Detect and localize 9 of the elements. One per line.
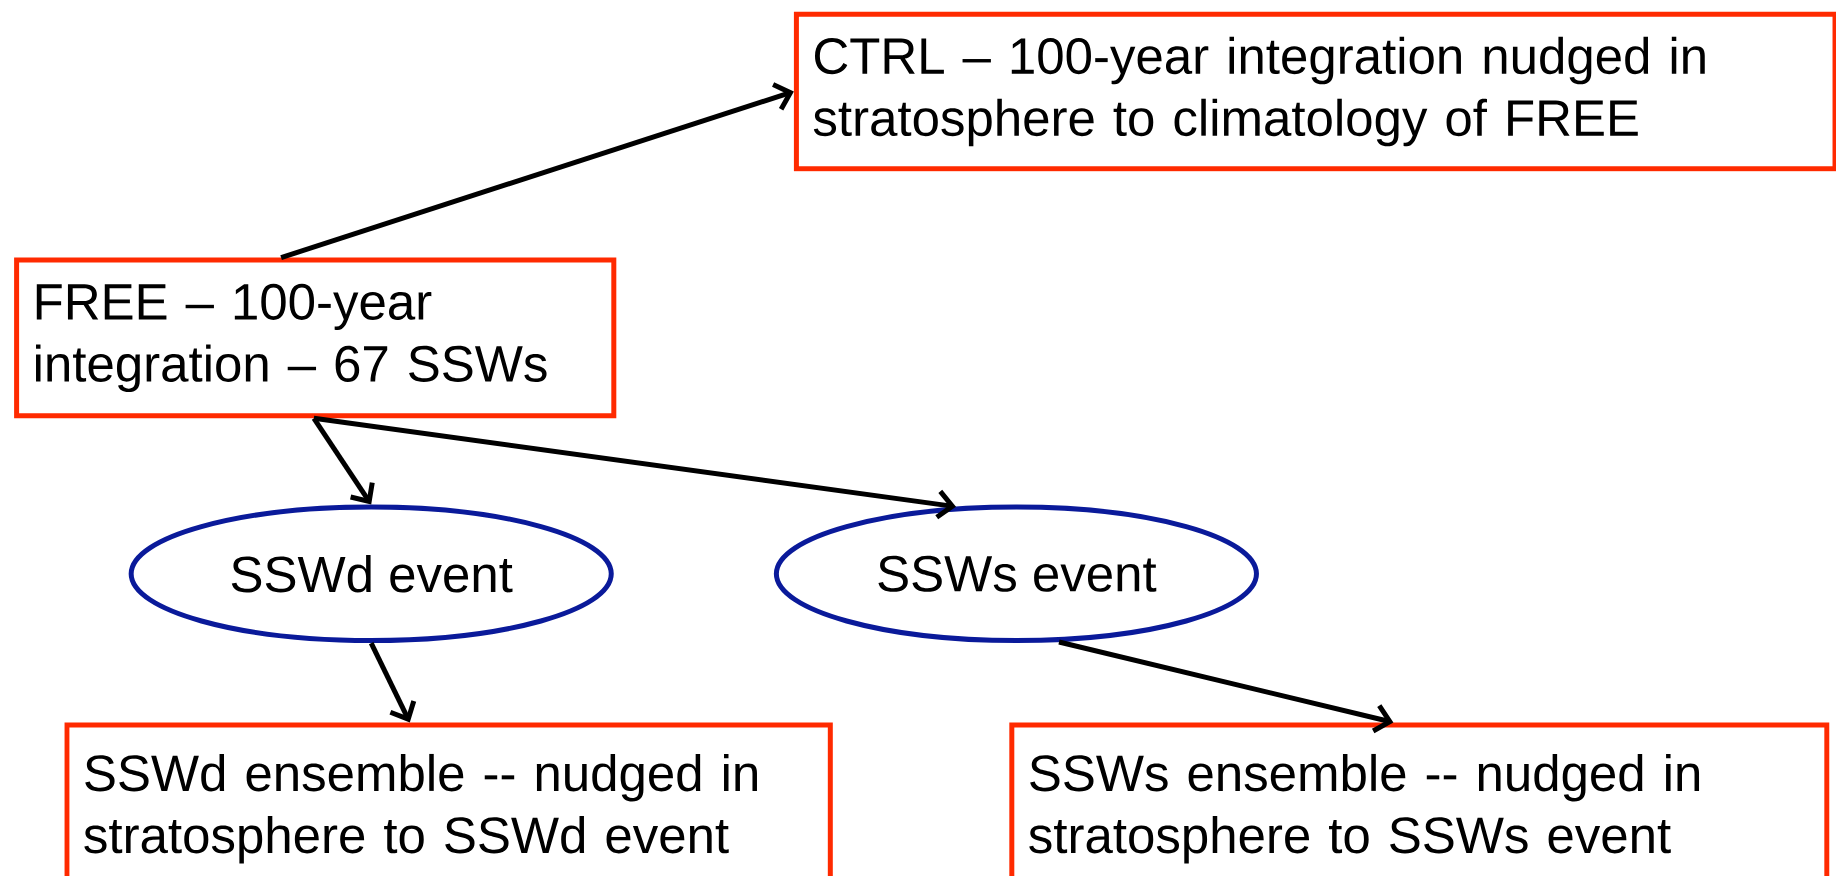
arrow [368,641,417,723]
arrow [1058,639,1394,734]
arrow [311,416,375,505]
arrow [313,415,957,520]
process-box: SSWs ensemble -- nudged in stratosphere to SSWs event [1009,722,1830,876]
process-box: SSWd ensemble -- nudged in stratosphere to SSWd event [64,722,833,876]
process-box: CTRL – 100-year integration nudged in stratosphere to climatology of FREE [793,11,1836,172]
arrow [280,82,794,260]
process-box: FREE – 100-year integration – 67 SSWs [14,257,617,419]
